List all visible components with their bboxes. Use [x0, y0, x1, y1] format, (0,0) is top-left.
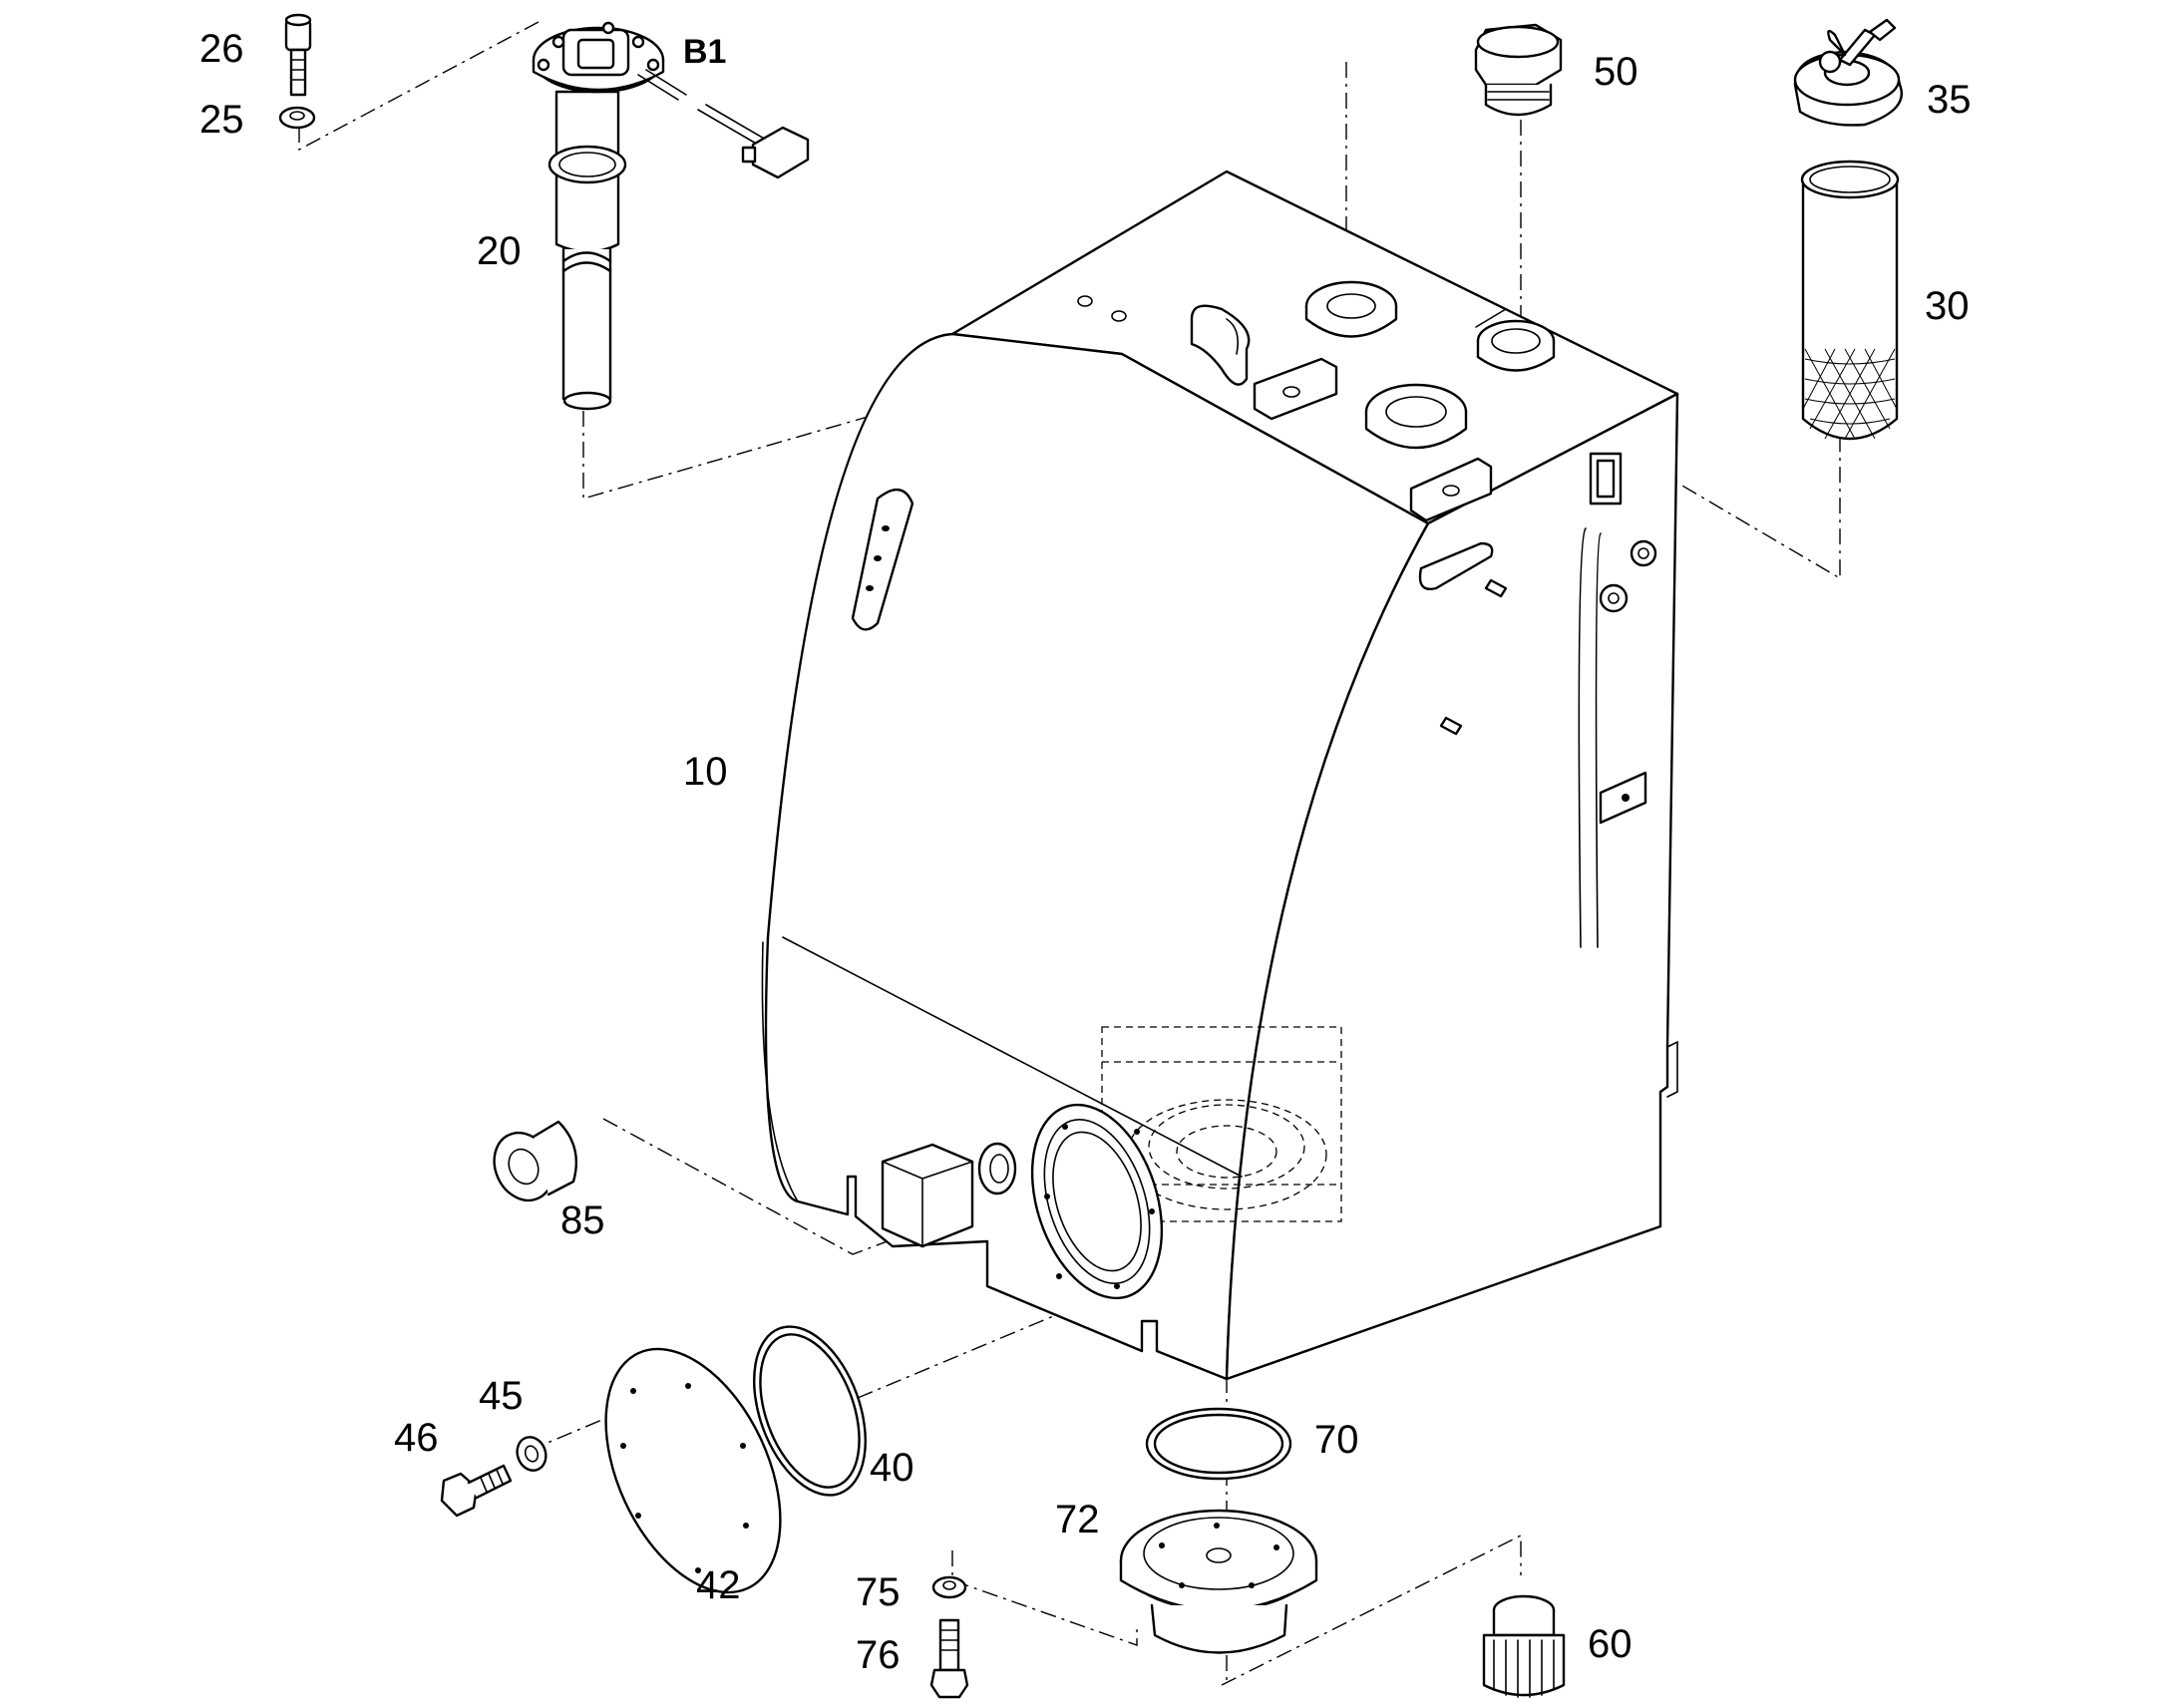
callout-85: 85: [560, 1198, 605, 1242]
callout-46: 46: [394, 1416, 439, 1460]
breather-50: [1474, 23, 1563, 117]
washer-25: [278, 106, 316, 130]
callout-76: 76: [856, 1633, 901, 1677]
plug-85: [493, 1120, 577, 1202]
callout-35: 35: [1927, 78, 1972, 122]
tank-side-panel: [1225, 392, 1679, 1381]
callout-70: 70: [1314, 1418, 1359, 1462]
bolt-76: [929, 1618, 969, 1699]
callout-45: 45: [479, 1374, 524, 1418]
hydraulic-tank: [761, 170, 1679, 1381]
plug-60: [1482, 1594, 1566, 1698]
bolt-46: [440, 1464, 513, 1518]
callout-50: 50: [1594, 50, 1638, 94]
strainer-30: [1800, 160, 1900, 441]
callout-75: 75: [856, 1570, 901, 1614]
callout-20: 20: [477, 229, 522, 273]
screw-26: [284, 13, 312, 97]
cover-plate-42: [604, 1347, 782, 1594]
callout-30: 30: [1925, 284, 1970, 328]
callout-40: 40: [870, 1446, 914, 1490]
callout-25: 25: [199, 98, 244, 142]
washer-45: [516, 1436, 547, 1472]
callout-26: 26: [199, 27, 244, 71]
callout-60: 60: [1588, 1622, 1633, 1666]
washer-75: [931, 1575, 967, 1599]
o-ring-70: [1145, 1407, 1292, 1481]
level-sender-20: [532, 21, 810, 411]
flange-72: [1119, 1509, 1318, 1654]
callout-10: 10: [683, 750, 728, 794]
filler-cap-35: [1793, 18, 1903, 127]
gasket-40: [753, 1325, 867, 1497]
callout-b1: B1: [683, 33, 726, 71]
callout-42: 42: [696, 1563, 741, 1607]
callout-labels: 26 25 B1 20 50 35 30 10 85 70 45 46 40 7…: [199, 27, 1972, 1677]
callout-72: 72: [1055, 1498, 1100, 1541]
